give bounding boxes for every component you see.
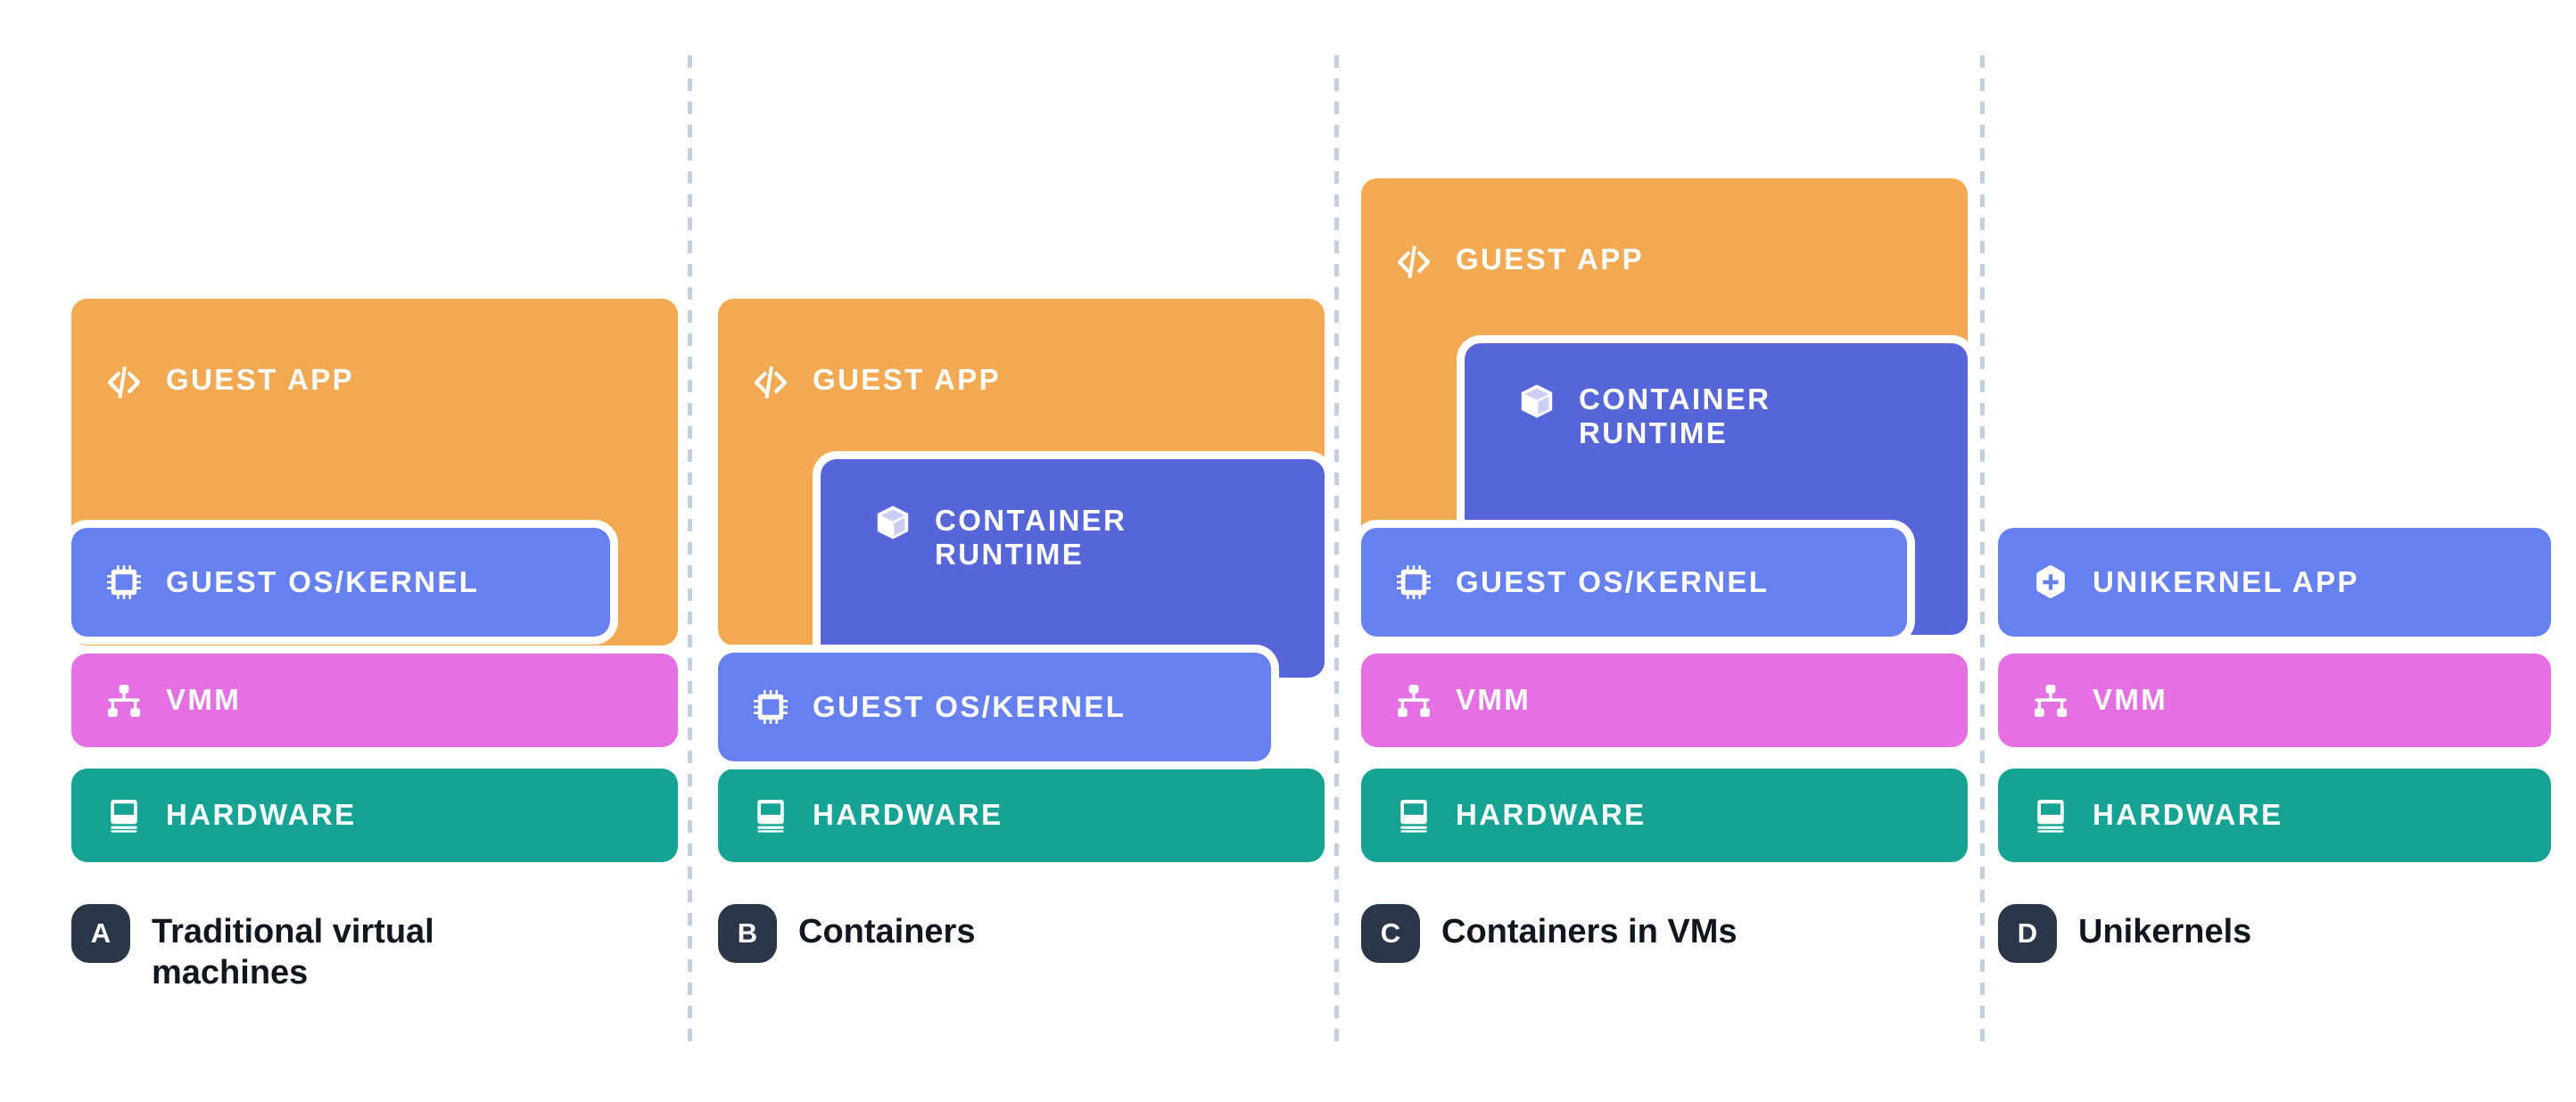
- layer-hardware[interactable]: HARDWARE: [71, 769, 678, 862]
- layer-hardware[interactable]: HARDWARE: [1998, 769, 2551, 862]
- code-icon: [752, 363, 789, 400]
- panel-divider-3: [1980, 55, 1985, 1045]
- panel-badge: B: [718, 904, 777, 963]
- panel-badge: C: [1361, 904, 1420, 963]
- caption-panel-d: D Unikernels: [1998, 904, 2551, 963]
- hexagon-plus-icon: [2032, 563, 2069, 601]
- panel-a-traditional-virtual-machines: GUEST APP GUEST OS/KERNEL: [0, 0, 688, 1102]
- cube-icon: [874, 504, 912, 541]
- panel-d-unikernels: UNIKERNEL APP VMM: [1980, 0, 2576, 1102]
- layer-vmm[interactable]: VMM: [71, 654, 678, 747]
- panel-c-containers-in-vms: GUEST APP CONTAINER RUNTIME GUEST OS/KER…: [1334, 0, 1980, 1102]
- layer-unikernel-app[interactable]: UNIKERNEL APP: [1998, 528, 2551, 637]
- panel-badge: D: [1998, 904, 2057, 963]
- layer-label: CONTAINER RUNTIME: [1579, 382, 1771, 450]
- layer-guest-os-kernel[interactable]: GUEST OS/KERNEL: [1361, 528, 1907, 637]
- layer-label: GUEST APP: [1456, 243, 1645, 276]
- layer-vmm[interactable]: VMM: [1361, 654, 1968, 747]
- layer-label: GUEST OS/KERNEL: [1456, 564, 1770, 598]
- layer-label: GUEST OS/KERNEL: [166, 564, 480, 598]
- panel-b-containers: GUEST APP CONTAINER RUNTIME GUEST OS/KER…: [688, 0, 1334, 1102]
- code-icon: [1395, 243, 1432, 280]
- cube-icon: [1518, 382, 1556, 420]
- layer-label: HARDWARE: [166, 798, 357, 832]
- monitor-icon: [2032, 797, 2069, 835]
- panel-caption-text: Traditional virtual machines: [152, 913, 434, 992]
- caption-panel-a: A Traditional virtual machines: [71, 904, 642, 994]
- layer-label: GUEST OS/KERNEL: [813, 689, 1127, 723]
- layer-label: VMM: [166, 683, 242, 717]
- layer-label: HARDWARE: [813, 798, 1003, 832]
- monitor-icon: [752, 797, 789, 835]
- caption-panel-c: C Containers in VMs: [1361, 904, 1950, 963]
- layer-label: GUEST APP: [166, 363, 355, 396]
- code-icon: [105, 363, 143, 400]
- layer-container-runtime[interactable]: CONTAINER RUNTIME: [821, 459, 1325, 678]
- cpu-chip-icon: [752, 688, 789, 726]
- cpu-chip-icon: [105, 563, 143, 601]
- sitemap-icon: [2032, 682, 2069, 720]
- layer-label: VMM: [2093, 683, 2168, 717]
- layer-label: HARDWARE: [1456, 798, 1647, 832]
- layer-label: UNIKERNEL APP: [2093, 564, 2359, 598]
- layer-guest-os-kernel[interactable]: GUEST OS/KERNEL: [718, 653, 1271, 761]
- sitemap-icon: [105, 682, 143, 720]
- layer-vmm[interactable]: VMM: [1998, 654, 2551, 747]
- panel-divider-2: [1334, 55, 1339, 1045]
- layer-hardware[interactable]: HARDWARE: [1361, 769, 1968, 862]
- caption-panel-b: B Containers: [718, 904, 1289, 963]
- sitemap-icon: [1395, 682, 1432, 720]
- layer-guest-os-kernel[interactable]: GUEST OS/KERNEL: [71, 528, 610, 637]
- layer-hardware[interactable]: HARDWARE: [718, 769, 1325, 862]
- layer-label: HARDWARE: [2093, 798, 2283, 832]
- panel-divider-1: [688, 55, 692, 1045]
- monitor-icon: [105, 797, 143, 835]
- layer-label: CONTAINER RUNTIME: [935, 504, 1127, 572]
- panel-caption-text: Containers: [798, 913, 976, 950]
- layer-label: GUEST APP: [813, 363, 1002, 396]
- cpu-chip-icon: [1395, 563, 1432, 601]
- layer-label: VMM: [1456, 683, 1532, 717]
- panel-badge: A: [71, 904, 130, 963]
- monitor-icon: [1395, 797, 1432, 835]
- panel-caption-text: Unikernels: [2078, 913, 2252, 950]
- panel-caption-text: Containers in VMs: [1441, 913, 1738, 950]
